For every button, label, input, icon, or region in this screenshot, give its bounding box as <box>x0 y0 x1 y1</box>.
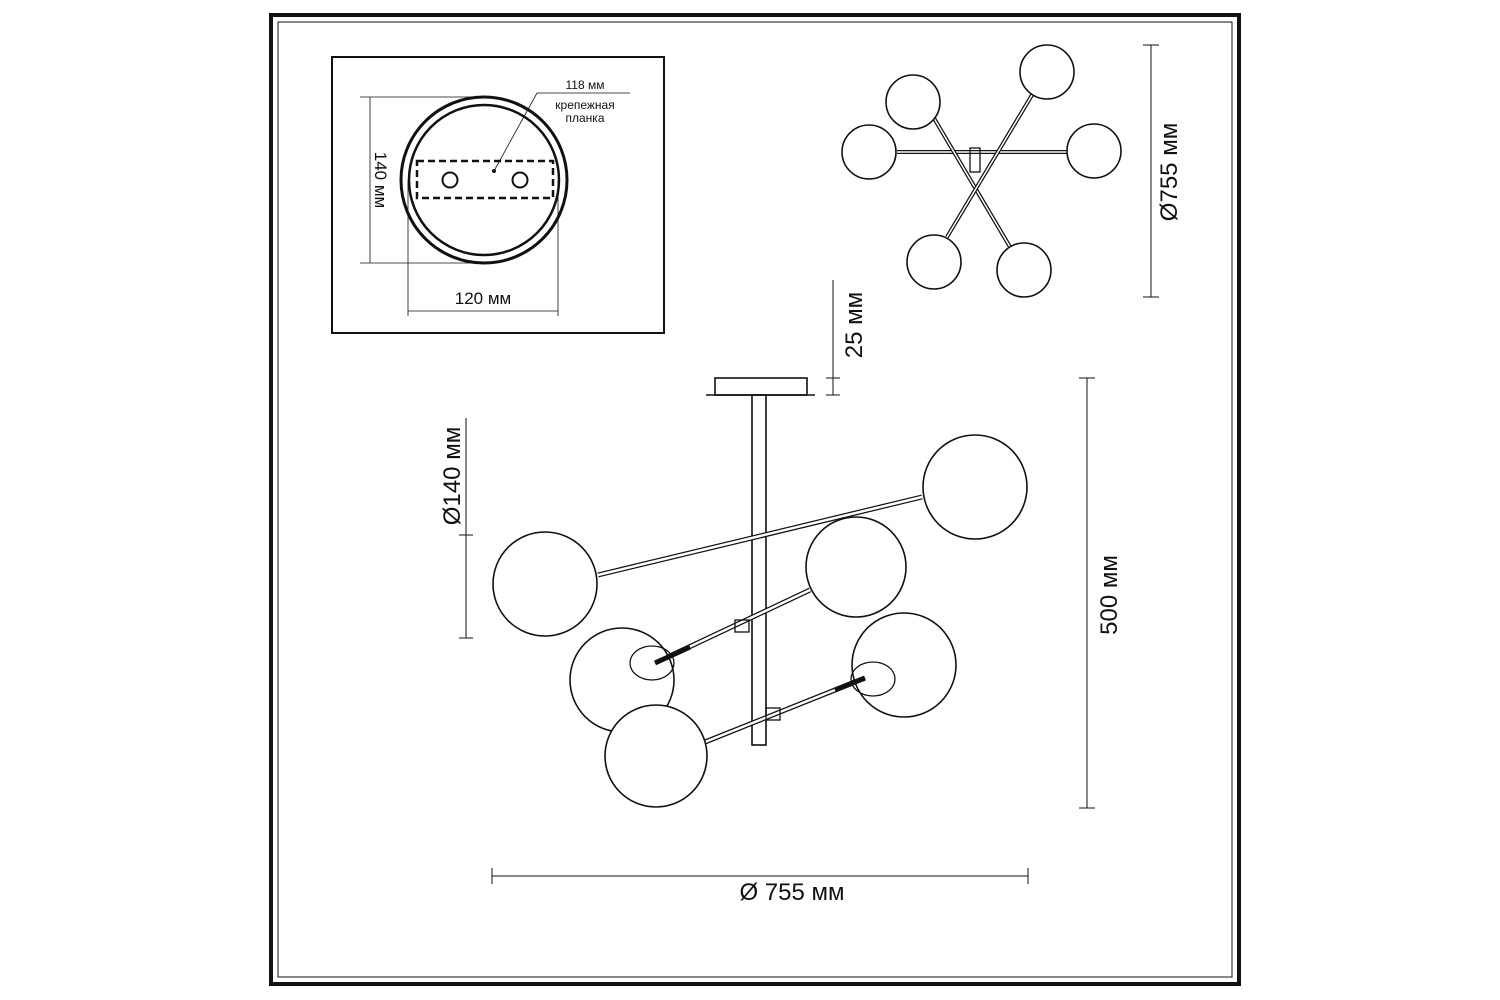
bar-label-line2: планка <box>566 111 605 125</box>
globe-diameter-label: Ø140 мм <box>439 427 466 525</box>
arm-rod-highlight <box>946 89 1036 238</box>
top-diameter-label: Ø755 мм <box>1156 123 1183 221</box>
width-diameter-label: Ø 755 мм <box>739 879 844 906</box>
height-label: 500 мм <box>1096 555 1123 635</box>
canopy <box>714 377 808 396</box>
mounting-hole-right <box>511 171 529 189</box>
globe <box>841 124 897 180</box>
globe <box>1019 44 1075 100</box>
globe <box>906 234 962 290</box>
arm-rod <box>834 675 866 693</box>
canopy-inner-circle <box>407 103 561 257</box>
canopy-outer-circle <box>399 95 569 265</box>
arm-rod-highlight <box>597 495 923 577</box>
globe <box>492 531 598 637</box>
globe-socket <box>850 661 896 697</box>
bar-width-label: 118 мм <box>566 78 605 92</box>
mount-plate-inset: 118 мм крепежная планка 140 мм 120 мм <box>331 56 665 334</box>
inset-border <box>331 56 665 334</box>
mounting-bar-outline <box>415 159 555 200</box>
outer-frame <box>269 13 1241 986</box>
globe-socket <box>629 645 675 681</box>
mounting-hole-left <box>441 171 459 189</box>
canopy-height-label: 25 мм <box>841 292 868 358</box>
globe <box>996 242 1052 298</box>
top-view: Ø755 мм <box>841 44 1183 298</box>
arm-joint <box>734 619 750 633</box>
globe <box>1066 123 1122 179</box>
arm-joint <box>765 707 781 721</box>
arm-rod-highlight <box>924 102 1014 253</box>
globe <box>604 704 708 808</box>
globe <box>885 74 941 130</box>
globe <box>851 612 957 718</box>
arm-rod <box>653 644 692 666</box>
side-view: 25 мм Ø140 мм 500 мм Ø 755 мм <box>439 280 1123 906</box>
bar-label-line1: крепежная <box>555 98 614 112</box>
width-dim-label: 120 мм <box>455 289 511 308</box>
globe <box>922 434 1028 540</box>
leader-line <box>493 92 630 172</box>
stem <box>751 394 767 746</box>
center-joint <box>969 147 981 173</box>
globe <box>805 516 907 618</box>
height-dim-label: 140 мм <box>371 152 390 208</box>
inner-frame <box>277 21 1233 978</box>
